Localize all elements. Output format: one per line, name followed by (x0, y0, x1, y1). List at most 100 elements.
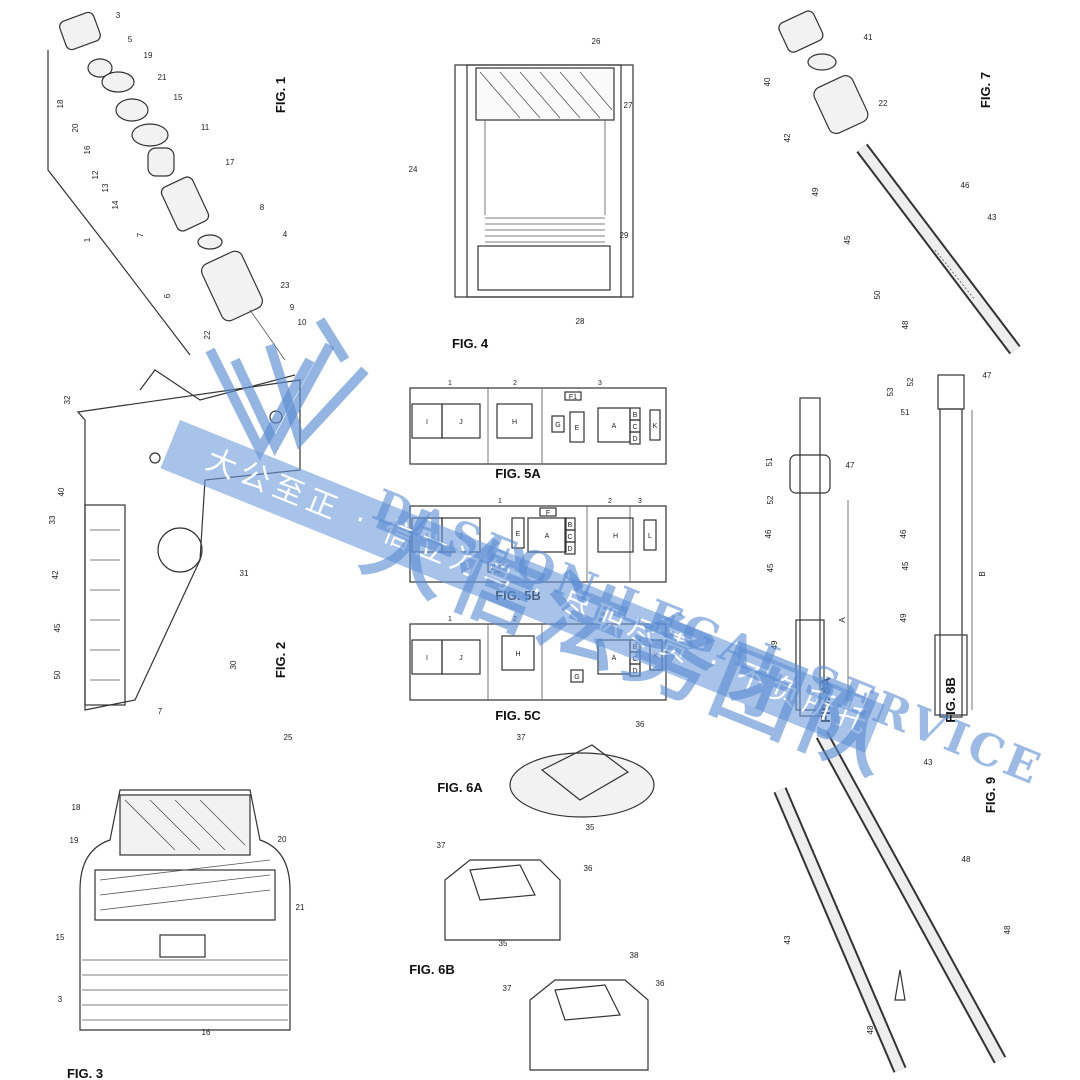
reference-numeral: 28 (576, 317, 585, 326)
reference-numeral: 14 (111, 200, 120, 209)
reference-numeral: 43 (988, 213, 997, 222)
reference-numeral: 40 (57, 487, 66, 496)
fig6-drawing (444, 744, 655, 1071)
block-label: E (516, 531, 521, 538)
reference-numeral: 1 (83, 237, 92, 242)
zone-label: 2 (513, 380, 517, 387)
reference-numeral: 24 (409, 165, 418, 174)
block-label: D (632, 436, 637, 443)
figure-label-fig5a: FIG. 5A (495, 466, 541, 481)
figure-label-fig8a: FIG. 8A (818, 677, 833, 723)
reference-numeral: 53 (886, 387, 895, 396)
reference-numeral: 21 (296, 903, 305, 912)
reference-numeral: 20 (278, 835, 287, 844)
reference-numeral: 4 (283, 230, 288, 239)
block-label: D (567, 546, 572, 553)
zone-label: 1 (448, 616, 452, 623)
reference-numeral: 25 (284, 733, 293, 742)
reference-numeral: 47 (983, 371, 992, 380)
fig4-drawing (454, 64, 634, 298)
block-label: H (515, 651, 520, 658)
block-label: A (612, 655, 617, 662)
reference-numeral: 18 (56, 99, 65, 108)
figure-label-fig7: FIG. 7 (978, 72, 993, 108)
block-label: C (632, 656, 637, 663)
block-label: B (568, 522, 573, 529)
reference-numeral: 22 (879, 99, 888, 108)
zone-label: 1 (498, 498, 502, 505)
reference-numeral: 43 (783, 935, 792, 944)
reference-numeral: 46 (961, 181, 970, 190)
block-label: K (653, 423, 658, 430)
reference-numeral: 51 (901, 408, 910, 417)
reference-numeral: 5 (128, 35, 133, 44)
reference-numeral: 31 (240, 569, 249, 578)
reference-numeral: 40 (763, 77, 772, 86)
reference-numeral: 3 (58, 995, 63, 1004)
reference-numeral: 15 (56, 933, 65, 942)
reference-numeral: 45 (843, 235, 852, 244)
block-label: H (613, 533, 618, 540)
block-label: J (459, 533, 463, 540)
reference-numeral: 29 (620, 231, 629, 240)
figure-label-fig8b: FIG. 8B (943, 677, 958, 723)
reference-numeral: 17 (226, 158, 235, 167)
reference-numeral: 19 (70, 836, 79, 845)
fig9-drawing (773, 731, 1007, 1073)
reference-numeral: 16 (83, 145, 92, 154)
reference-numeral: 51 (765, 457, 774, 466)
reference-numeral: 42 (783, 133, 792, 142)
reference-numeral: 36 (656, 979, 665, 988)
reference-numeral: 3 (116, 11, 121, 20)
figure-label-fig9: FIG. 9 (983, 777, 998, 813)
reference-numeral: 50 (53, 670, 62, 679)
reference-numeral: 26 (592, 37, 601, 46)
figure-label-fig4: FIG. 4 (452, 336, 489, 351)
reference-numeral: 6 (163, 293, 172, 298)
reference-numeral: 12 (91, 170, 100, 179)
reference-numeral: 48 (866, 1025, 875, 1034)
reference-numeral: 45 (766, 563, 775, 572)
reference-numeral: 20 (71, 123, 80, 132)
reference-numeral: 45 (53, 623, 62, 632)
fig1-drawing (47, 11, 286, 361)
zone-label: 2 (513, 616, 517, 623)
block-label: B (633, 644, 638, 651)
reference-numeral: 30 (229, 660, 238, 669)
reference-numeral: 32 (63, 395, 72, 404)
reference-numeral: 22 (203, 330, 212, 339)
reference-numeral: 7 (136, 232, 145, 237)
reference-numeral: 18 (72, 803, 81, 812)
block-label: F (546, 510, 550, 517)
reference-numeral: 23 (281, 281, 290, 290)
reference-numeral: 48 (1003, 925, 1012, 934)
zone-label: 3 (598, 380, 602, 387)
reference-numeral: A (838, 617, 847, 623)
zone-label: 1 (448, 380, 452, 387)
watermark-logo (205, 317, 369, 461)
reference-numeral: 38 (630, 951, 639, 960)
figure-label-fig1: FIG. 1 (273, 77, 288, 113)
reference-numeral: 47 (846, 461, 855, 470)
reference-numeral: 49 (770, 640, 779, 649)
figure-label-fig3: FIG. 3 (67, 1066, 103, 1080)
reference-numeral: 9 (290, 303, 295, 312)
reference-numeral: 36 (636, 720, 645, 729)
block-label: H (512, 419, 517, 426)
block-label: K (654, 653, 659, 660)
figure-label-fig5b: FIG. 5B (495, 588, 541, 603)
block-label: C (632, 424, 637, 431)
fig3-drawing (79, 789, 291, 1031)
block-label: G (555, 422, 560, 429)
reference-numeral: 35 (586, 823, 595, 832)
block-label: F1 (569, 394, 577, 401)
reference-numeral: 50 (873, 290, 882, 299)
zone-label: 3 (638, 498, 642, 505)
block-label: G (574, 674, 579, 681)
reference-numeral: 45 (901, 561, 910, 570)
block-label: B (633, 412, 638, 419)
